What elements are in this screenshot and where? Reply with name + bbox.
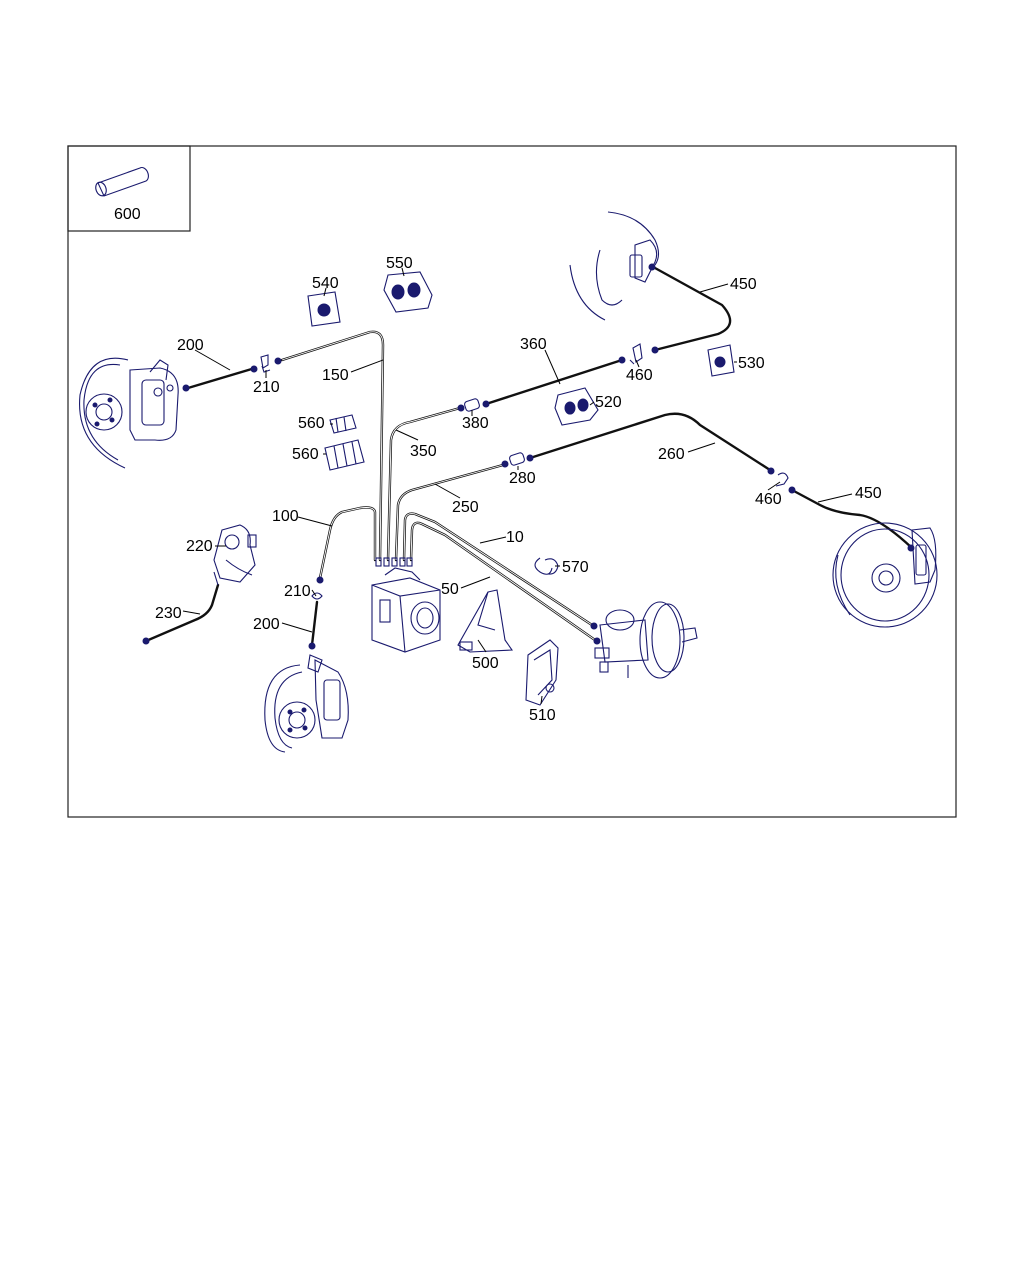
sleeve-600-icon[interactable] — [94, 167, 149, 198]
connector-280-icon[interactable] — [509, 452, 525, 466]
callout-labels: 200 210 150 540 550 560 560 350 360 380 … — [155, 255, 882, 724]
diagram-frame — [67, 145, 957, 818]
disc-front-left-icon — [79, 357, 179, 469]
brake-booster-icon[interactable] — [594, 601, 698, 679]
pipe-250[interactable] — [394, 463, 505, 562]
label-210-top: 210 — [253, 379, 280, 396]
disc-rear-top-icon — [569, 211, 660, 321]
label-250: 250 — [452, 499, 479, 516]
label-210-bottom: 210 — [284, 583, 311, 600]
pipe-50[interactable] — [409, 521, 597, 642]
label-380: 380 — [462, 415, 489, 432]
label-460-bottom: 460 — [755, 491, 782, 508]
label-520: 520 — [595, 394, 622, 411]
disc-front-bottom-icon — [264, 654, 349, 753]
label-200-bottom: 200 — [253, 616, 280, 633]
label-570: 570 — [562, 559, 589, 576]
label-500: 500 — [472, 655, 499, 672]
holder-550-icon[interactable] — [383, 271, 433, 313]
label-600: 600 — [114, 206, 141, 223]
label-350: 350 — [410, 443, 437, 460]
holder-560-b-icon[interactable] — [324, 439, 365, 471]
label-460-top: 460 — [626, 367, 653, 384]
label-560-b: 560 — [292, 446, 319, 463]
bracket-510-icon[interactable] — [525, 639, 559, 706]
label-230: 230 — [155, 605, 182, 622]
pipe-450-bottom[interactable] — [790, 488, 914, 550]
label-10: 10 — [506, 529, 524, 546]
label-200-top: 200 — [177, 337, 204, 354]
brake-pipes — [144, 266, 914, 647]
pipe-10[interactable] — [402, 512, 594, 627]
holder-530-icon[interactable] — [707, 344, 735, 377]
label-560-a: 560 — [298, 415, 325, 432]
holder-560-a-icon[interactable] — [329, 414, 357, 434]
holder-520-icon[interactable] — [554, 387, 599, 426]
inset-box — [67, 145, 191, 232]
label-50: 50 — [441, 581, 459, 598]
label-260: 260 — [658, 446, 685, 463]
label-360: 360 — [520, 336, 547, 353]
sensor-220-icon[interactable] — [213, 524, 257, 586]
label-550: 550 — [386, 255, 413, 272]
pipe-100[interactable] — [318, 506, 377, 580]
pipe-230[interactable] — [144, 583, 220, 643]
label-450-bottom: 450 — [855, 485, 882, 502]
clip-570-icon[interactable] — [534, 557, 559, 575]
disc-rear-right-icon — [832, 522, 938, 628]
label-540: 540 — [312, 275, 339, 292]
holder-540-icon[interactable] — [307, 291, 341, 327]
label-450-top: 450 — [730, 276, 757, 293]
connector-210-top-icon[interactable] — [260, 354, 271, 373]
abs-hydraulic-unit-icon[interactable] — [371, 567, 441, 653]
pipe-360[interactable] — [484, 358, 624, 406]
label-530: 530 — [738, 355, 765, 372]
label-510: 510 — [529, 707, 556, 724]
label-220: 220 — [186, 538, 213, 555]
pipe-150[interactable] — [280, 330, 385, 562]
clip-460-top-icon[interactable] — [629, 343, 643, 365]
pipe-260[interactable] — [528, 412, 772, 472]
connector-380-icon[interactable] — [464, 398, 480, 412]
clip-460-bottom-icon[interactable] — [775, 472, 789, 487]
leader-lines — [182, 267, 853, 705]
bracket-500-icon[interactable] — [457, 589, 514, 653]
pipe-200-bottom[interactable] — [310, 600, 319, 647]
label-100: 100 — [272, 508, 299, 525]
pipe-fittings — [142, 263, 915, 650]
pipe-200-top[interactable] — [186, 366, 257, 390]
pipe-450-top[interactable] — [653, 266, 732, 352]
connector-210-bottom-icon[interactable] — [311, 592, 323, 600]
label-280: 280 — [509, 470, 536, 487]
pipe-350[interactable] — [386, 406, 462, 562]
label-150: 150 — [322, 367, 349, 384]
